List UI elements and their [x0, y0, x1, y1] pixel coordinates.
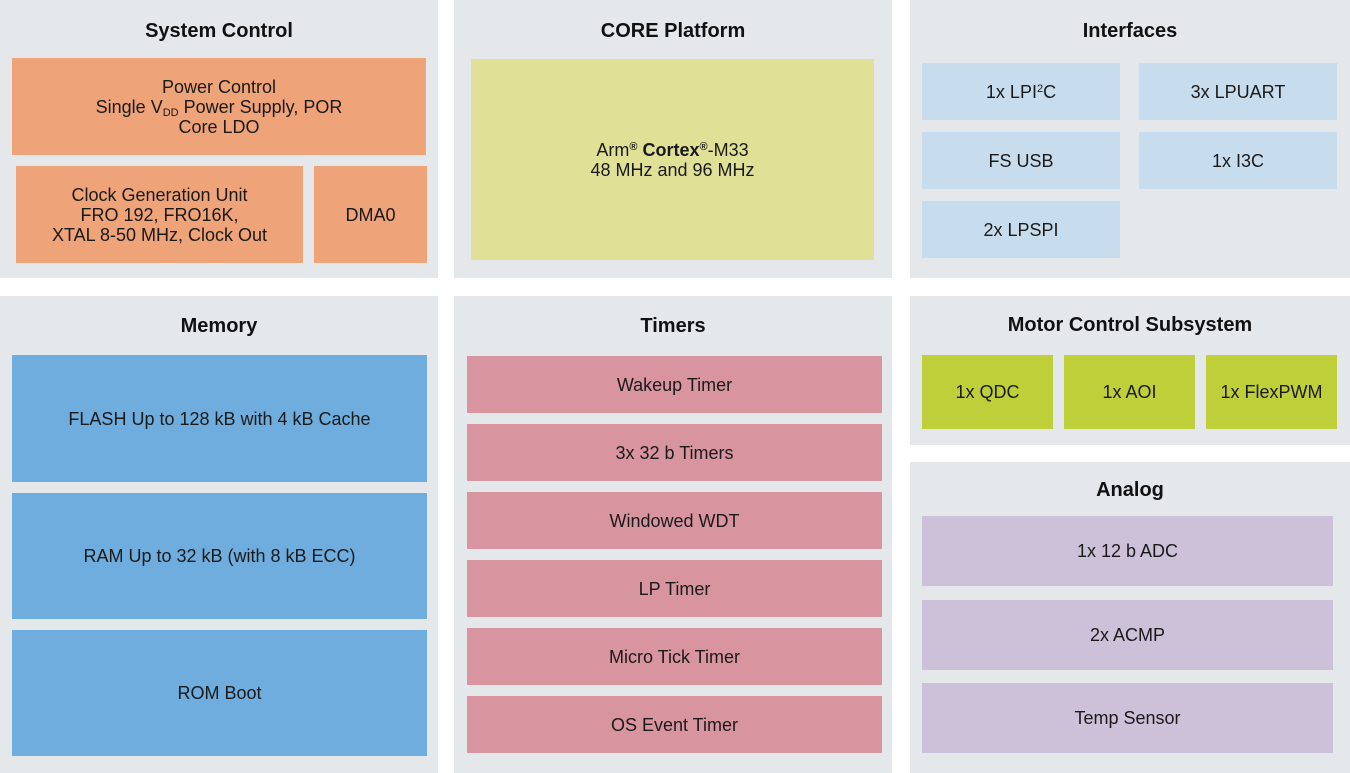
- clock-line1: Clock Generation Unit: [71, 184, 248, 205]
- acmp-label: 2x ACMP: [1089, 625, 1166, 645]
- temp-sensor-label: Temp Sensor: [1074, 708, 1181, 728]
- lpuart-block: 3x LPUART: [1139, 63, 1337, 120]
- rom-boot-label: ROM Boot: [177, 683, 262, 703]
- adc-block: 1x 12 b ADC: [922, 516, 1333, 586]
- system-control-title: System Control: [145, 20, 293, 42]
- timers-panel: Timers Wakeup Timer 3x 32 b Timers Windo…: [454, 296, 892, 773]
- flexpwm-block: 1x FlexPWM: [1206, 355, 1337, 429]
- qdc-label: 1x QDC: [955, 382, 1020, 402]
- cpu-frequency: 48 MHz and 96 MHz: [590, 159, 755, 180]
- motor-control-title: Motor Control Subsystem: [1007, 314, 1253, 336]
- clock-generation-block: Clock Generation Unit FRO 192, FRO16K, X…: [16, 166, 303, 263]
- aoi-label: 1x AOI: [1102, 382, 1157, 402]
- flash-block: FLASH Up to 128 kB with 4 kB Cache: [12, 355, 427, 482]
- dma-label: DMA0: [345, 204, 396, 225]
- os-event-timer-label: OS Event Timer: [610, 714, 739, 735]
- power-control-line3: Core LDO: [178, 116, 260, 137]
- timers-title: Timers: [640, 315, 706, 337]
- rom-boot-block: ROM Boot: [12, 630, 427, 756]
- flexpwm-label: 1x FlexPWM: [1220, 382, 1323, 402]
- adc-label: 1x 12 b ADC: [1076, 541, 1179, 561]
- micro-tick-timer-block: Micro Tick Timer: [467, 628, 882, 685]
- core-platform-title: CORE Platform: [600, 20, 746, 42]
- fs-usb-block: FS USB: [922, 132, 1120, 189]
- lp-timer-block: LP Timer: [467, 560, 882, 617]
- acmp-block: 2x ACMP: [922, 600, 1333, 670]
- clock-line3: XTAL 8-50 MHz, Clock Out: [51, 224, 268, 245]
- dma-block: DMA0: [314, 166, 427, 263]
- wakeup-timer-block: Wakeup Timer: [467, 356, 882, 413]
- wakeup-timer-label: Wakeup Timer: [616, 374, 733, 395]
- lpspi-block: 2x LPSPI: [922, 201, 1120, 258]
- i3c-block: 1x I3C: [1139, 132, 1337, 189]
- cpu-name: Arm® Cortex®-M33: [596, 139, 749, 160]
- power-control-block: Power Control Single VDD Power Supply, P…: [12, 58, 426, 155]
- temp-sensor-block: Temp Sensor: [922, 683, 1333, 753]
- flash-label: FLASH Up to 128 kB with 4 kB Cache: [68, 408, 371, 429]
- clock-line2: FRO 192, FRO16K,: [80, 204, 239, 225]
- qdc-block: 1x QDC: [922, 355, 1053, 429]
- system-control-panel: System Control Power Control Single VDD …: [0, 0, 438, 278]
- ram-block: RAM Up to 32 kB (with 8 kB ECC): [12, 493, 427, 619]
- lp-timer-label: LP Timer: [638, 578, 711, 599]
- motor-control-panel: Motor Control Subsystem 1x QDC 1x AOI 1x…: [910, 296, 1350, 445]
- aoi-block: 1x AOI: [1064, 355, 1195, 429]
- analog-panel: Analog 1x 12 b ADC 2x ACMP Temp Sensor: [910, 462, 1350, 773]
- lpspi-label: 2x LPSPI: [983, 219, 1059, 240]
- interfaces-title: Interfaces: [1082, 20, 1178, 42]
- os-event-timer-block: OS Event Timer: [467, 696, 882, 753]
- fs-usb-label: FS USB: [988, 150, 1054, 171]
- 32b-timers-label: 3x 32 b Timers: [615, 442, 734, 463]
- core-platform-panel: CORE Platform Arm® Cortex®-M33 48 MHz an…: [454, 0, 892, 278]
- windowed-wdt-block: Windowed WDT: [467, 492, 882, 549]
- micro-tick-timer-label: Micro Tick Timer: [608, 646, 740, 667]
- cpu-block: Arm® Cortex®-M33 48 MHz and 96 MHz: [471, 59, 874, 260]
- lpi2c-label: 1x LPI2C: [985, 81, 1057, 102]
- memory-title: Memory: [180, 315, 258, 337]
- 32b-timers-block: 3x 32 b Timers: [467, 424, 882, 481]
- power-control-line2: Single VDD Power Supply, POR: [95, 96, 343, 119]
- memory-panel: Memory FLASH Up to 128 kB with 4 kB Cach…: [0, 296, 438, 773]
- interfaces-panel: Interfaces 1x LPI2C 3x LPUART FS USB 1x …: [910, 0, 1350, 278]
- windowed-wdt-label: Windowed WDT: [609, 510, 740, 531]
- ram-label: RAM Up to 32 kB (with 8 kB ECC): [83, 546, 356, 566]
- power-control-line1: Power Control: [161, 76, 277, 97]
- lpi2c-block: 1x LPI2C: [922, 63, 1120, 120]
- i3c-label: 1x I3C: [1211, 150, 1265, 171]
- lpuart-label: 3x LPUART: [1190, 81, 1286, 102]
- analog-title: Analog: [1096, 479, 1164, 501]
